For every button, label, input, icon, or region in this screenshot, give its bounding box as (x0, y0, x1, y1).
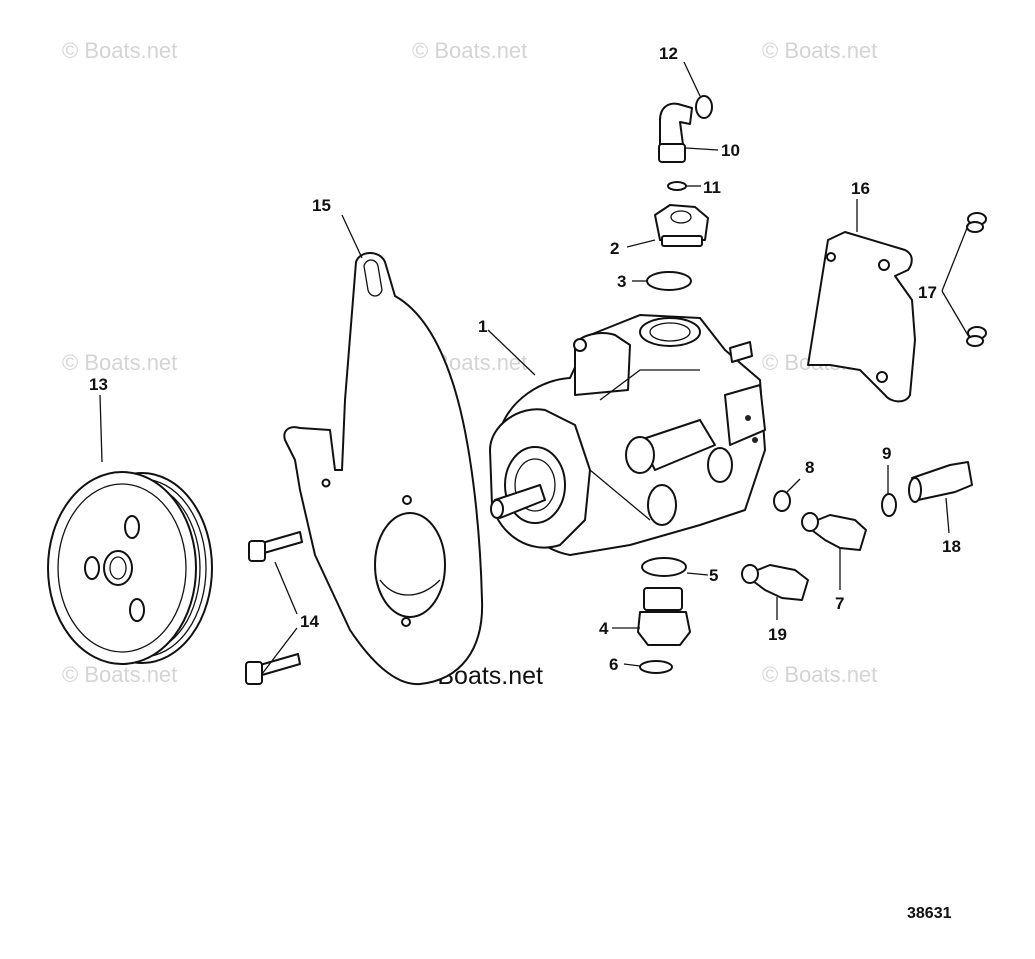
part-17-nuts[interactable] (966, 212, 987, 347)
callout-1: 1 (478, 317, 487, 336)
callout-12: 12 (659, 44, 678, 63)
part-10-elbow[interactable] (658, 102, 693, 163)
callout-18: 18 (942, 537, 961, 556)
watermark-top-right: © Boats.net (762, 38, 877, 63)
part-12-o-ring[interactable] (695, 95, 713, 119)
callout-4: 4 (599, 619, 609, 638)
watermark-top-center: © Boats.net (412, 38, 527, 63)
diagram-reference-number: 38631 (907, 905, 952, 922)
part-5-o-ring[interactable] (641, 557, 687, 577)
part-2-adapter[interactable] (654, 204, 709, 247)
watermark-mid-left: © Boats.net (62, 350, 177, 375)
part-18-fitting[interactable] (908, 461, 973, 503)
part-14-bolts[interactable] (245, 531, 303, 685)
callout-16: 16 (851, 179, 870, 198)
callout-14: 14 (300, 612, 319, 631)
part-13-pulley[interactable] (47, 471, 213, 665)
callout-10: 10 (721, 141, 740, 160)
watermark-top-left: © Boats.net (62, 38, 177, 63)
callouts: 1 2 3 4 5 6 7 8 9 10 11 12 13 14 15 16 1… (89, 44, 961, 674)
part-11-o-ring[interactable] (667, 181, 687, 191)
callout-3: 3 (617, 272, 626, 291)
part-8-o-ring[interactable] (773, 490, 791, 512)
callout-19: 19 (768, 625, 787, 644)
callout-2: 2 (610, 239, 619, 258)
watermark-bottom-right: © Boats.net (762, 662, 877, 687)
part-1-pump[interactable] (489, 314, 766, 556)
part-19-elbow[interactable] (741, 564, 809, 601)
callout-7: 7 (835, 594, 844, 613)
callout-17: 17 (918, 283, 937, 302)
part-9-o-ring[interactable] (881, 493, 897, 517)
callout-15: 15 (312, 196, 331, 215)
callout-13: 13 (89, 375, 108, 394)
part-6-o-ring[interactable] (639, 660, 673, 674)
callout-9: 9 (882, 444, 891, 463)
callout-5: 5 (709, 566, 718, 585)
callout-6: 6 (609, 655, 618, 674)
callout-8: 8 (805, 458, 814, 477)
leader-lines (99, 61, 970, 675)
part-7-elbow[interactable] (801, 512, 867, 551)
part-16-bracket[interactable] (807, 231, 916, 403)
part-15-mounting-plate[interactable] (283, 252, 484, 686)
part-4-adapter[interactable] (637, 587, 691, 646)
part-3-o-ring[interactable] (646, 271, 692, 291)
callout-11: 11 (703, 178, 721, 197)
watermark-bottom-left: © Boats.net (62, 662, 177, 687)
